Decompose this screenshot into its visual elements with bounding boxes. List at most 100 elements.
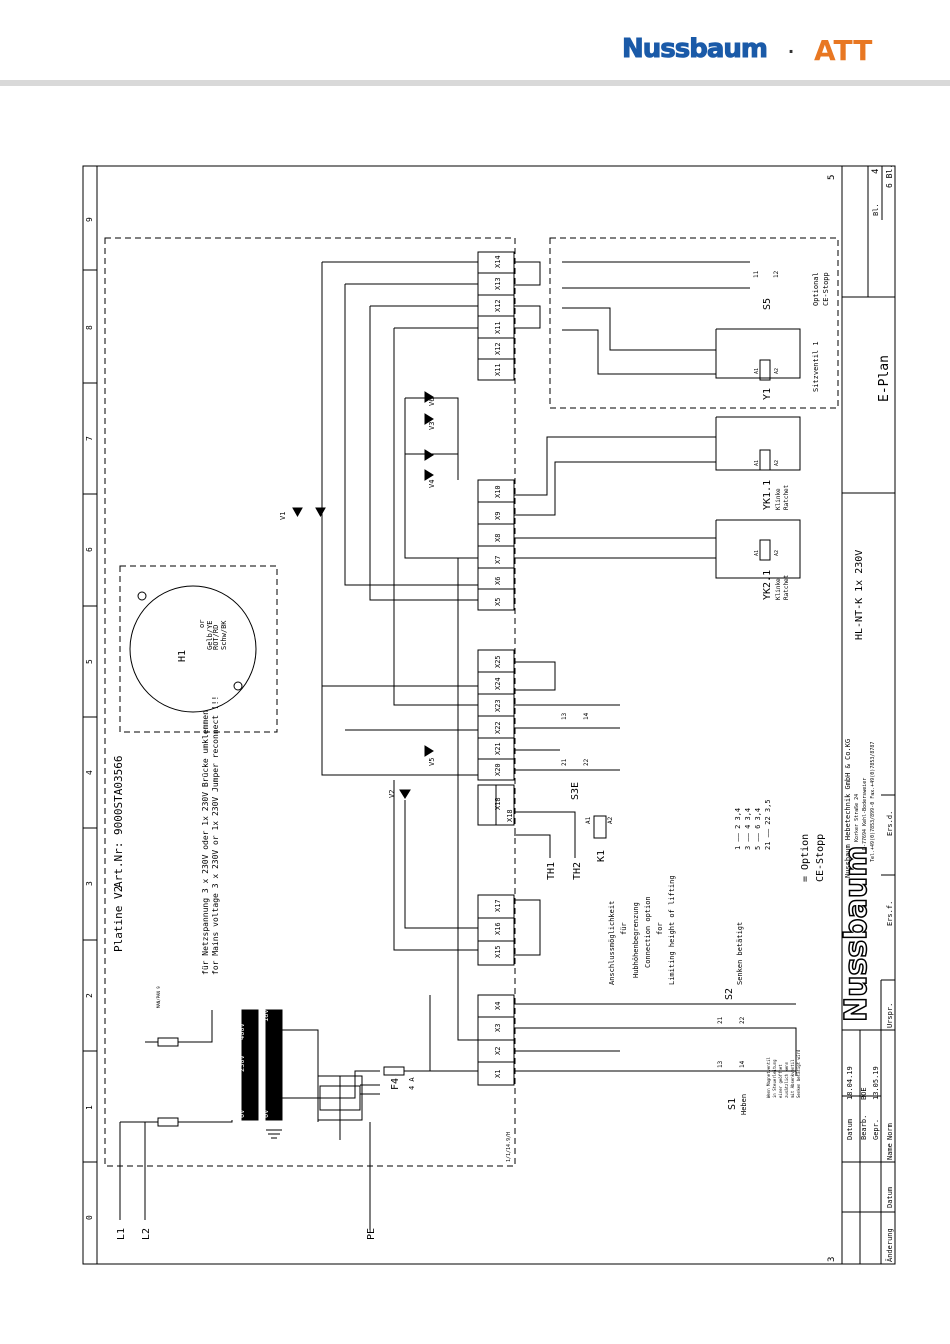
s3-pin-21: 21: [561, 758, 568, 766]
diode-v6: [424, 391, 434, 403]
switch-s3e: S3E: [570, 782, 581, 800]
sheet-number: 4: [871, 169, 881, 174]
terminal-x16: X16: [494, 922, 502, 935]
horn-wire-b: Schw/BK: [220, 620, 228, 650]
nussbaum-logo: Nussbaum: [622, 34, 772, 65]
relay-a2: A2: [607, 816, 614, 824]
wire-note-4: zusätzlich wenn: [784, 1061, 789, 1098]
s1-label: Heben: [740, 1094, 748, 1115]
terminal-x18b: X18: [506, 809, 514, 822]
thermal-th1: TH1: [546, 862, 557, 880]
company-city: D-77694 Kehl-Bodersweier: [862, 778, 868, 850]
col-7: 7: [85, 436, 94, 441]
contact-row-3: 5 —— 6 3,4: [754, 808, 762, 850]
col-0: 0: [85, 1215, 94, 1220]
wire-note-2: in Steuerleitung: [772, 1059, 777, 1098]
horn-ref: H1: [177, 650, 188, 662]
terminal-x18a: X18: [494, 797, 502, 810]
brand-primary: Nussbaum: [622, 34, 769, 65]
article-number: Art.Nr: 9000STA03566: [112, 756, 125, 888]
col-1: 1: [85, 1105, 94, 1110]
diode-v4: [424, 469, 434, 481]
diode-label-v1: V1: [279, 512, 287, 520]
contact-row-2: 3 —— 4 3,4: [744, 808, 752, 850]
terminal-x3: X3: [494, 1024, 502, 1032]
s3-pin-14: 14: [583, 712, 590, 720]
col-6: 6: [85, 547, 94, 552]
urspr-label: Urspr.: [886, 1003, 894, 1028]
date-label: Datum: [846, 1119, 854, 1140]
jumper-note-de: für Netzspannung 3 x 230V oder 1x 230V B…: [201, 710, 210, 975]
ersd-label: Ers.d.: [886, 811, 894, 836]
board-outline: [104, 237, 516, 1167]
switch-s1: S1: [727, 1098, 738, 1110]
diode-label-v6: V6: [428, 398, 436, 406]
limit-text-6: Limiting height of lifting: [668, 875, 676, 985]
s2-pin-22: 22: [739, 1016, 746, 1024]
drawing-name: HL-NT-K 1x 230V: [854, 550, 865, 640]
board-revision: 1/1/14.9/H: [506, 1132, 512, 1162]
terminal-x2: X2: [494, 1047, 502, 1055]
company-name: Nussbaum Hebetechnik GmbH & Co.KG: [844, 739, 852, 878]
edited-label: Bearb.: [860, 1115, 868, 1140]
edited-value: BOE: [860, 1087, 868, 1100]
date-value: 18.04.19: [846, 1066, 854, 1100]
fuse-rating: 4 A: [408, 1077, 416, 1090]
wire-note-1: Wenn Magnetventil: [766, 1056, 771, 1098]
valve-y1: Y1: [762, 388, 773, 400]
s5-pin-12: 12: [773, 270, 780, 278]
supply-l2: L2: [141, 1228, 152, 1240]
brand-separator: ·: [788, 42, 795, 61]
diode-v2b: [399, 789, 411, 799]
valve-yk21-sub2: Ratchet: [783, 574, 790, 600]
horn-circle: [129, 585, 257, 713]
date-col-label: Datum: [886, 1187, 894, 1208]
s2-label: Senken betätigt: [736, 922, 744, 985]
terminal-x25: X25: [494, 655, 502, 668]
company-street: Korker Straße 24: [854, 794, 860, 842]
terminal-x13: X13: [494, 277, 502, 290]
page-left: 3: [827, 1257, 837, 1262]
valve-yk21-a1: A1: [754, 550, 760, 556]
diode-label-v2: V2: [388, 790, 396, 798]
limit-text-3: Hubhöhenbegrenzung: [632, 902, 640, 978]
company-contact: Tel.+49(0)7853/899-0 Fax.+49(0)7853/8787: [870, 742, 876, 862]
fuse-ref: F4: [390, 1078, 401, 1090]
diode-v2a: [424, 745, 434, 757]
ersf-label: Ers.f.: [886, 901, 894, 926]
diode-label-v4: V4: [428, 480, 436, 488]
jumper-note-en: for Mains voltage 3 x 230V or 1x 230V Ju…: [211, 696, 220, 975]
valve-y1-a1: A1: [754, 368, 760, 374]
horn-wire-c: or: [198, 620, 206, 628]
terminal-x14: X14: [494, 255, 502, 268]
col-9: 9: [85, 217, 94, 222]
small-note: MAN/PAN 9: [156, 986, 161, 1008]
valve-yk21-a2: A2: [774, 550, 780, 556]
brand-secondary: ATT: [814, 34, 872, 66]
terminal-x6: X6: [494, 577, 502, 585]
valve-yk21-sub1: Klinke: [775, 578, 782, 600]
supply-pe: PE: [366, 1228, 377, 1240]
col-8: 8: [85, 325, 94, 330]
wire-note-6: Senken betätigt wird: [796, 1049, 801, 1098]
contact-row-4: 21 —— 22 3,5: [764, 799, 772, 850]
s5-pin-11: 11: [753, 270, 760, 278]
valve-yk11-a2: A2: [774, 460, 780, 466]
limit-text-2: für: [620, 922, 628, 935]
terminal-x8: X8: [494, 534, 502, 542]
wire-note-5: mit Absenkventil: [790, 1059, 795, 1098]
option-line-1: = Option: [800, 834, 811, 882]
terminal-x1: X1: [494, 1070, 502, 1078]
horn-wire-a: ROT/RD: [212, 625, 220, 650]
sheet-total: 6 Bl.: [885, 164, 894, 188]
terminal-x5: X5: [494, 598, 502, 606]
valve-y1-a2: A2: [774, 368, 780, 374]
thermal-th2: TH2: [572, 862, 583, 880]
switch-s5: S5: [762, 298, 773, 310]
supply-l1: L1: [116, 1228, 127, 1240]
diode-v3: [424, 449, 434, 461]
valve-yk11-sub2: Ratchet: [783, 484, 790, 510]
doc-type: E-Plan: [877, 355, 892, 402]
valve-yk11: YK1.1: [762, 480, 773, 510]
